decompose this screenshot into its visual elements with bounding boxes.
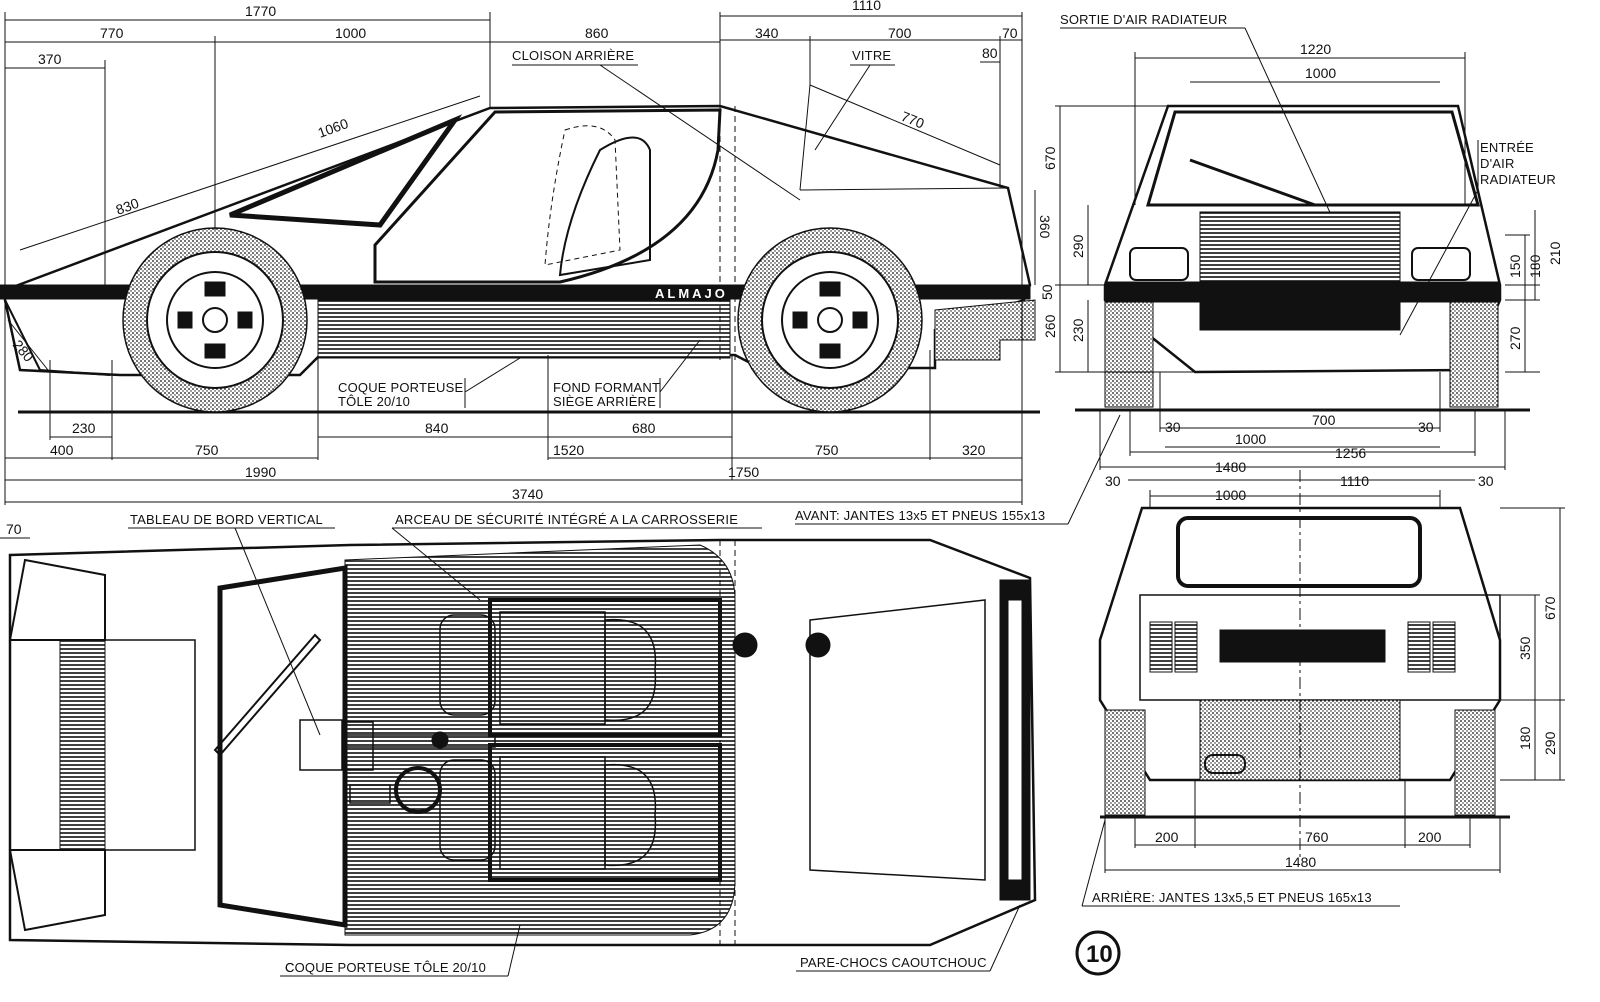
dim-70: 70 [1002,25,1018,41]
label-coque-side-1: COQUE PORTEUSE [338,380,463,395]
dim-rear-760: 760 [1305,829,1329,845]
front-wheel [122,227,308,413]
dim-front-30l: 30 [1165,419,1181,435]
dim-rear-30r: 30 [1478,473,1494,489]
dim-770: 770 [100,25,124,41]
dim-front-290: 290 [1070,234,1086,258]
dim-front-1000b: 1000 [1235,431,1266,447]
dim-360: 360 [1037,215,1053,239]
dim-680: 680 [632,420,656,436]
side-view: ALMAJO [0,0,1053,505]
dim-400: 400 [50,442,74,458]
dim-rear-350: 350 [1517,636,1533,660]
dim-840: 840 [425,420,449,436]
dim-front-230: 230 [1070,318,1086,342]
dim-rear-30l: 30 [1105,473,1121,489]
dim-front-670: 670 [1042,146,1058,170]
label-sortie-air: SORTIE D'AIR RADIATEUR [1060,12,1227,27]
dim-320: 320 [962,442,986,458]
label-entree-air-3: RADIATEUR [1480,172,1556,187]
dim-370: 370 [38,51,62,67]
dim-rear-200r: 200 [1418,829,1442,845]
dim-front-180: 180 [1527,254,1543,278]
label-cloison: CLOISON ARRIÈRE [512,48,634,63]
dim-front-270: 270 [1507,326,1523,350]
dim-front-700: 700 [1312,412,1336,428]
dim-700: 700 [888,25,912,41]
dim-front-150: 150 [1507,254,1523,278]
dim-front-1220: 1220 [1300,41,1331,57]
dim-1060: 1060 [316,115,351,141]
dim-rear-1110: 1110 [1340,473,1369,489]
top-view: 70 [0,512,1037,977]
dim-1000: 1000 [335,25,366,41]
dim-230: 230 [72,420,96,436]
label-arriere: ARRIÈRE: JANTES 13x5,5 ET PNEUS 165x13 [1092,890,1372,905]
dim-rear-180: 180 [1517,726,1533,750]
dim-front-30r: 30 [1418,419,1434,435]
dim-1520: 1520 [553,442,584,458]
dim-340: 340 [755,25,779,41]
dim-front-210: 210 [1547,241,1563,265]
brand-label: ALMAJO [655,286,728,301]
dim-rear-1000: 1000 [1215,487,1246,503]
plate-number: 10 [1086,941,1113,968]
dim-750-front: 750 [195,442,219,458]
dim-rear-670: 670 [1542,596,1558,620]
label-coque-top: C [285,960,295,975]
dim-770-vitre: 770 [899,108,927,132]
dim-1110: 1110 [852,0,881,13]
dim-rear-1480: 1480 [1285,854,1316,870]
dim-front-260: 260 [1042,314,1058,338]
plate-number-badge: 10 [1075,930,1121,976]
dim-rear-200l: 200 [1155,829,1179,845]
dim-front-1480: 1480 [1215,459,1246,475]
front-view: SORTIE D'AIR RADIATEUR ENTRÉE D'AIR RADI… [1039,12,1563,475]
label-entree-air-2: D'AIR [1480,156,1515,171]
dim-80: 80 [982,45,998,61]
label-entree-air-1: ENTRÉE [1480,140,1534,155]
label-tableau: TABLEAU DE BORD VERTICAL [130,512,323,527]
label-coque-top: COQUE PORTEUSE TÔLE 20/10 [285,960,486,975]
dim-750-rear: 750 [815,442,839,458]
rear-wheel [737,227,923,413]
dim-830: 830 [114,195,142,218]
dim-860: 860 [585,25,609,41]
dim-1770: 1770 [245,3,276,19]
dim-3740: 3740 [512,486,543,502]
dim-front-1000: 1000 [1305,65,1336,81]
dim-1750: 1750 [728,464,759,480]
dim-rear-290: 290 [1542,731,1558,755]
label-avant: AVANT: JANTES 13x5 ET PNEUS 155x13 [795,508,1045,523]
label-fond-2: SIÈGE ARRIÈRE [553,394,656,409]
rear-view: 30 1000 1110 30 670 350 180 290 200 760 … [1081,470,1565,907]
dim-1990: 1990 [245,464,276,480]
dim-top-70: 70 [6,521,22,537]
dim-front-50: 50 [1039,284,1055,300]
label-arceau: ARCEAU DE SÉCURITÉ INTÉGRÉ A LA CARROSSE… [395,512,738,527]
label-fond-1: FOND FORMANT [553,380,660,395]
dim-front-1256: 1256 [1335,445,1366,461]
label-coque-side-2: TÔLE 20/10 [338,394,410,409]
label-pare-chocs: PARE-CHOCS CAOUTCHOUC [800,955,987,970]
label-vitre: VITRE [852,48,891,63]
